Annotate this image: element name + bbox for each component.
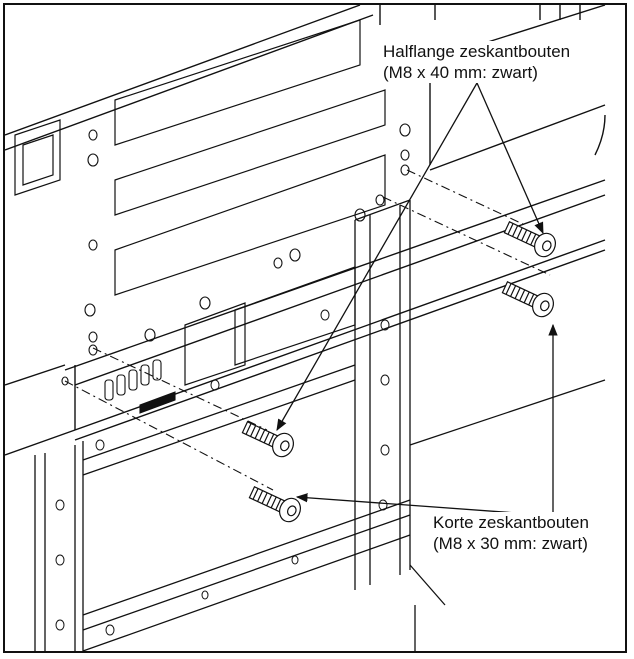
diagram-frame: Halflange zeskantbouten (M8 x 40 mm: zwa… [3, 3, 627, 653]
connector-panel [104, 359, 176, 414]
assembly-drawing [5, 5, 606, 651]
panel-holes [61, 123, 411, 386]
short-bolts-line1: Korte zeskantbouten [433, 513, 589, 532]
half-flange-bolts-label: Halflange zeskantbouten (M8 x 40 mm: zwa… [381, 41, 573, 83]
short-bolts-line2: (M8 x 30 mm: zwart) [433, 534, 588, 553]
half-flange-bolts-line2: (M8 x 40 mm: zwart) [383, 63, 538, 82]
half-flange-bolts-line1: Halflange zeskantbouten [383, 42, 571, 61]
back-recess-panels [14, 19, 386, 386]
stand-holes [55, 309, 390, 636]
bolt-icon [241, 221, 556, 523]
stand-frame [34, 199, 606, 651]
alignment-lines [64, 169, 551, 491]
short-bolts-label: Korte zeskantbouten (M8 x 30 mm: zwart) [431, 512, 591, 554]
display-back-panel [5, 5, 606, 456]
arrow-icon [276, 82, 558, 514]
